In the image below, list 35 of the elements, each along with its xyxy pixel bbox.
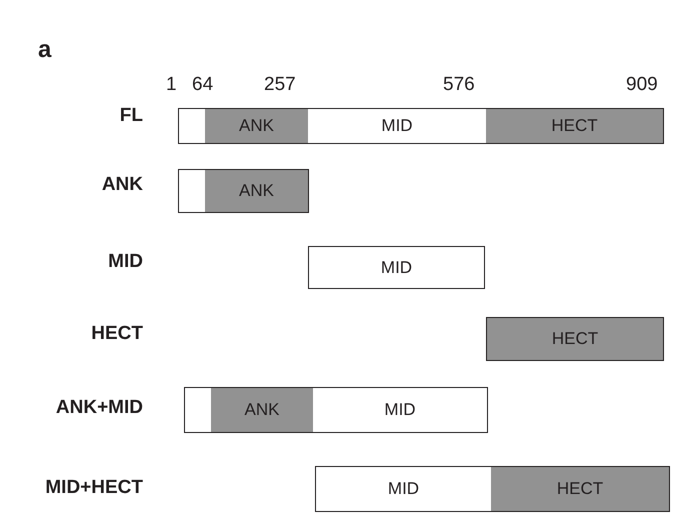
residue-number: 257 <box>264 75 296 94</box>
domain-bar <box>491 466 670 512</box>
residue-number: 576 <box>443 75 475 94</box>
domain-bar <box>486 317 664 361</box>
terminal-segment <box>184 387 212 433</box>
domain-bar <box>308 246 485 289</box>
residue-number: 64 <box>192 75 214 94</box>
domain-name: HECT <box>551 116 598 136</box>
domain-bar <box>308 108 487 144</box>
domain-bar <box>315 466 492 512</box>
domain-name: ANK <box>239 116 274 136</box>
construct-name: MID+HECT <box>45 478 143 497</box>
construct-name: HECT <box>91 324 143 343</box>
domain-name: MID <box>380 258 412 278</box>
domain-name: ANK <box>244 400 280 420</box>
construct-name: ANK <box>102 175 143 194</box>
domain-name: ANK <box>239 181 274 201</box>
domain-bar <box>313 387 488 433</box>
domain-name: HECT <box>556 479 604 499</box>
terminal-segment <box>178 108 206 144</box>
residue-number: 909 <box>626 75 658 94</box>
domain-name: MID <box>381 116 413 136</box>
domain-bar <box>205 169 309 213</box>
terminal-segment <box>178 169 206 213</box>
residue-number: 1 <box>166 75 177 94</box>
construct-name: ANK+MID <box>56 398 143 417</box>
domain-name: MID <box>384 400 416 420</box>
domain-bar <box>486 108 664 144</box>
domain-name: MID <box>388 479 420 499</box>
domain-bar <box>205 108 309 144</box>
construct-name: MID <box>108 252 143 271</box>
domain-bar <box>211 387 314 433</box>
domain-name: HECT <box>552 329 598 349</box>
construct-name: FL <box>120 106 143 125</box>
panel-letter: a <box>38 38 52 62</box>
